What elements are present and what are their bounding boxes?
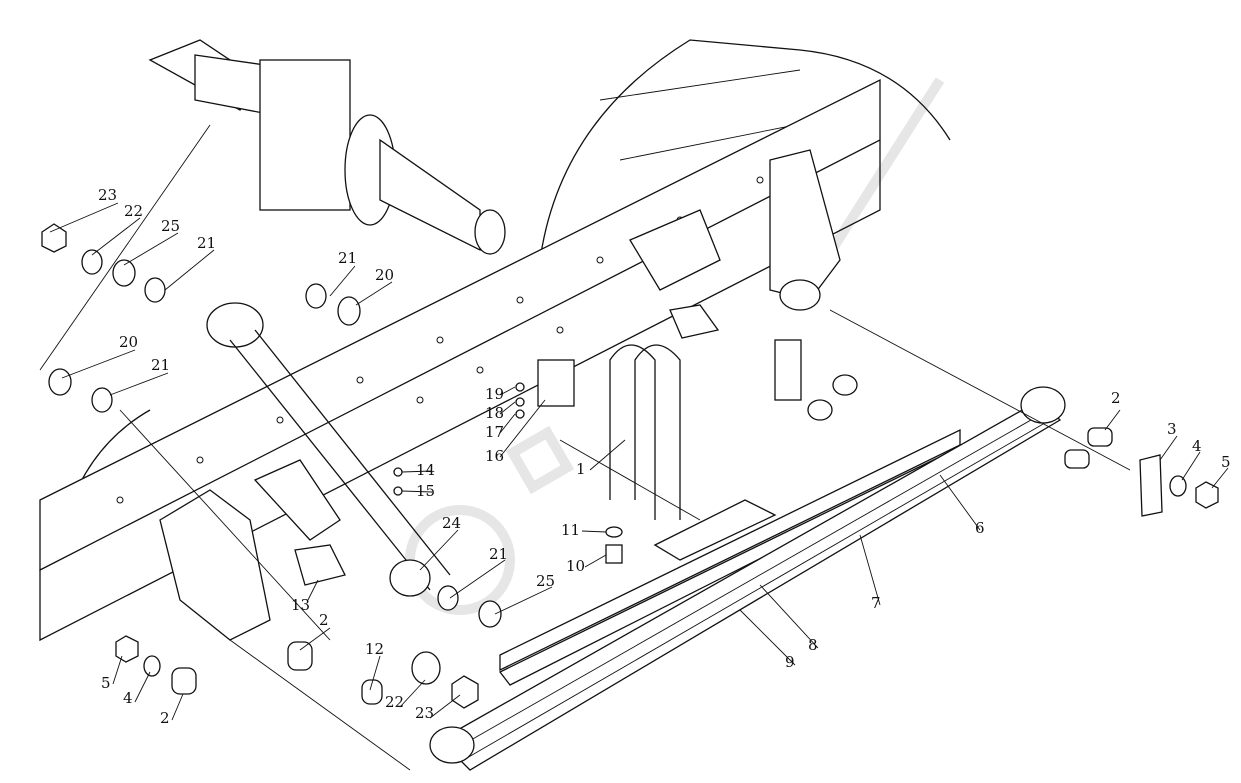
callout: 10: [566, 557, 585, 575]
callout: 25: [161, 217, 180, 235]
callout: 22: [124, 202, 143, 220]
callout: 23: [98, 186, 117, 204]
axle: [148, 39, 506, 255]
callout: 20: [119, 333, 138, 351]
callout: 21: [151, 356, 170, 374]
callout: 7: [871, 594, 881, 612]
frame-rail: [39, 78, 881, 642]
callout: 21: [197, 234, 216, 252]
callout: 23: [415, 704, 434, 722]
callout: 5: [1221, 453, 1231, 471]
callout: 5: [101, 674, 111, 692]
callout: 2: [160, 709, 170, 727]
callout: 13: [291, 596, 310, 614]
callout: 20: [375, 266, 394, 284]
hardware: [41, 223, 1219, 709]
callout: 21: [489, 545, 508, 563]
spring-brackets: [159, 149, 841, 641]
callout: 18: [485, 404, 504, 422]
callout: 6: [975, 519, 985, 537]
callout: 22: [385, 693, 404, 711]
callout: 4: [123, 689, 133, 707]
callout: 11: [561, 521, 580, 539]
leaf-springs: [429, 386, 1066, 771]
callout-labels: 23 22 25 21 21 20 20 21 19 18 17 16 1 14…: [98, 186, 1231, 727]
callout: 12: [365, 640, 384, 658]
leader-lines: [39, 124, 1229, 771]
callout: 4: [1192, 437, 1202, 455]
u-bolts: [609, 344, 681, 520]
callout: 1: [576, 460, 586, 478]
callout: 2: [319, 611, 329, 629]
callout: 24: [442, 514, 461, 532]
callout: 8: [808, 636, 818, 654]
shock-absorber: [206, 302, 451, 597]
callout: 25: [536, 572, 555, 590]
callout: 15: [416, 482, 435, 500]
callout: 19: [485, 385, 504, 403]
callout: 3: [1167, 420, 1177, 438]
callout: 21: [338, 249, 357, 267]
callout: 14: [416, 461, 435, 479]
callout: 9: [785, 653, 795, 671]
callout: 17: [485, 423, 504, 441]
callout: 2: [1111, 389, 1121, 407]
callout: 16: [485, 447, 504, 465]
